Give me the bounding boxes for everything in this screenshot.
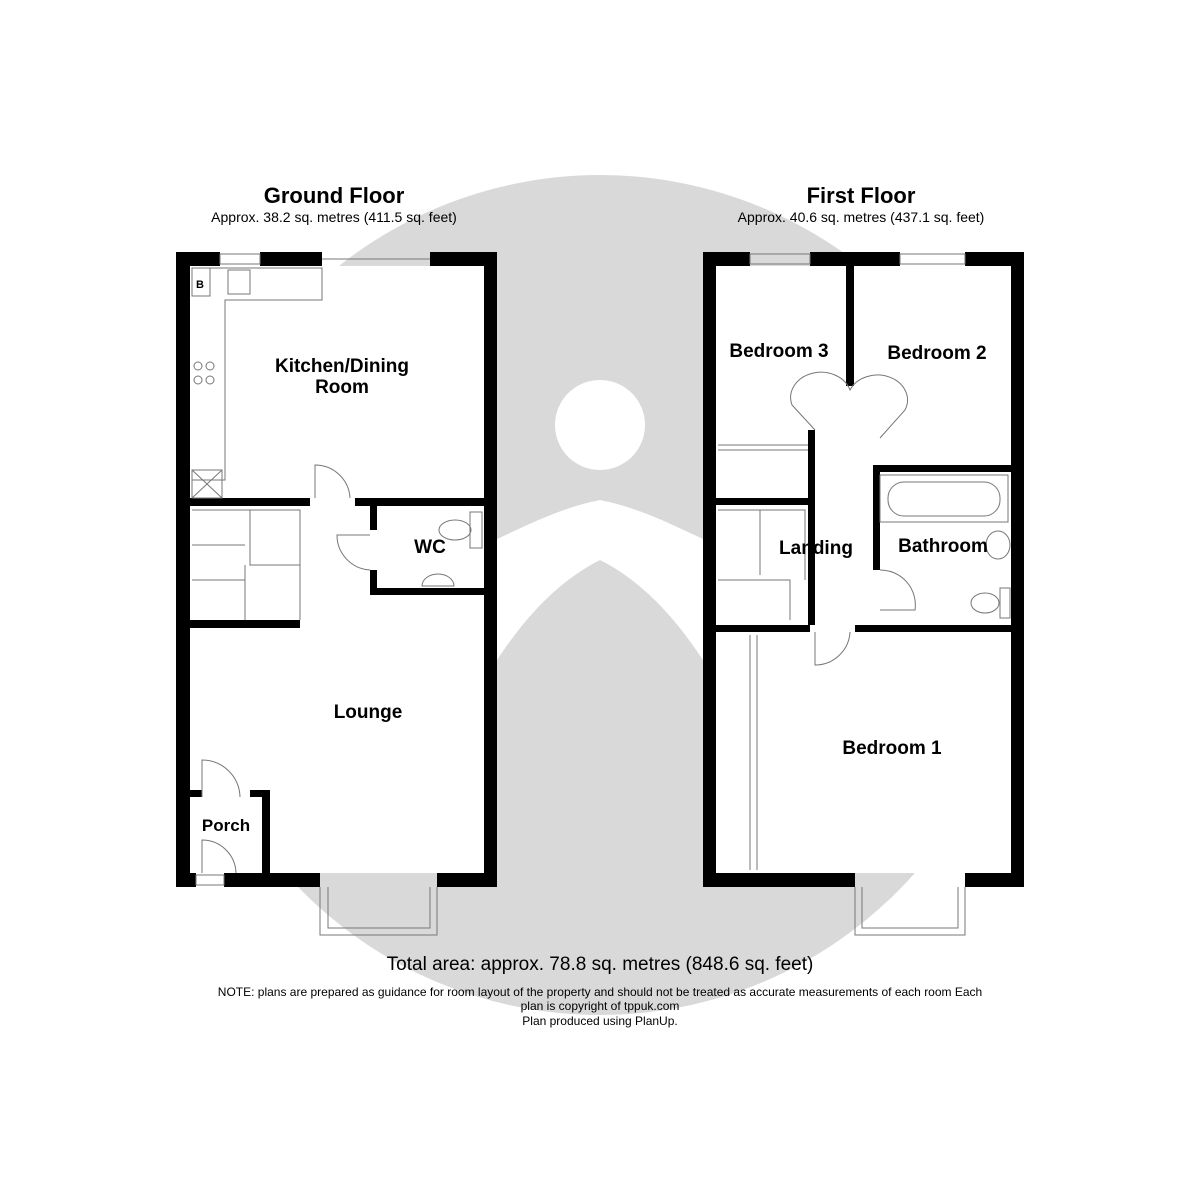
- room-label-bedroom-2: Bedroom 2: [887, 343, 987, 364]
- ground-floor-area: Approx. 38.2 sq. metres (411.5 sq. feet): [211, 209, 457, 225]
- room-label-lounge: Lounge: [333, 702, 403, 723]
- room-label-bedroom-1: Bedroom 1: [842, 738, 942, 759]
- disclaimer-note: NOTE: plans are prepared as guidance for…: [217, 985, 983, 1013]
- room-label-porch: Porch: [201, 816, 251, 835]
- room-label-bathroom: Bathroom: [898, 536, 988, 557]
- total-area: Total area: approx. 78.8 sq. metres (848…: [386, 954, 814, 975]
- room-label-landing: Landing: [779, 538, 853, 559]
- ground-floor-plan: [176, 252, 497, 936]
- room-label-wc: WC: [414, 537, 446, 558]
- ground-floor-title: Ground Floor: [263, 183, 405, 208]
- produced-by: Plan produced using PlanUp.: [522, 1014, 678, 1028]
- room-label-bedroom-3: Bedroom 3: [729, 341, 829, 362]
- first-floor-plan: [703, 252, 1024, 936]
- first-floor-title: First Floor: [806, 183, 916, 208]
- first-floor-area: Approx. 40.6 sq. metres (437.1 sq. feet): [737, 209, 985, 225]
- boiler-label: B: [196, 279, 204, 291]
- room-label-kitchen: Kitchen/Dining Room: [274, 356, 410, 398]
